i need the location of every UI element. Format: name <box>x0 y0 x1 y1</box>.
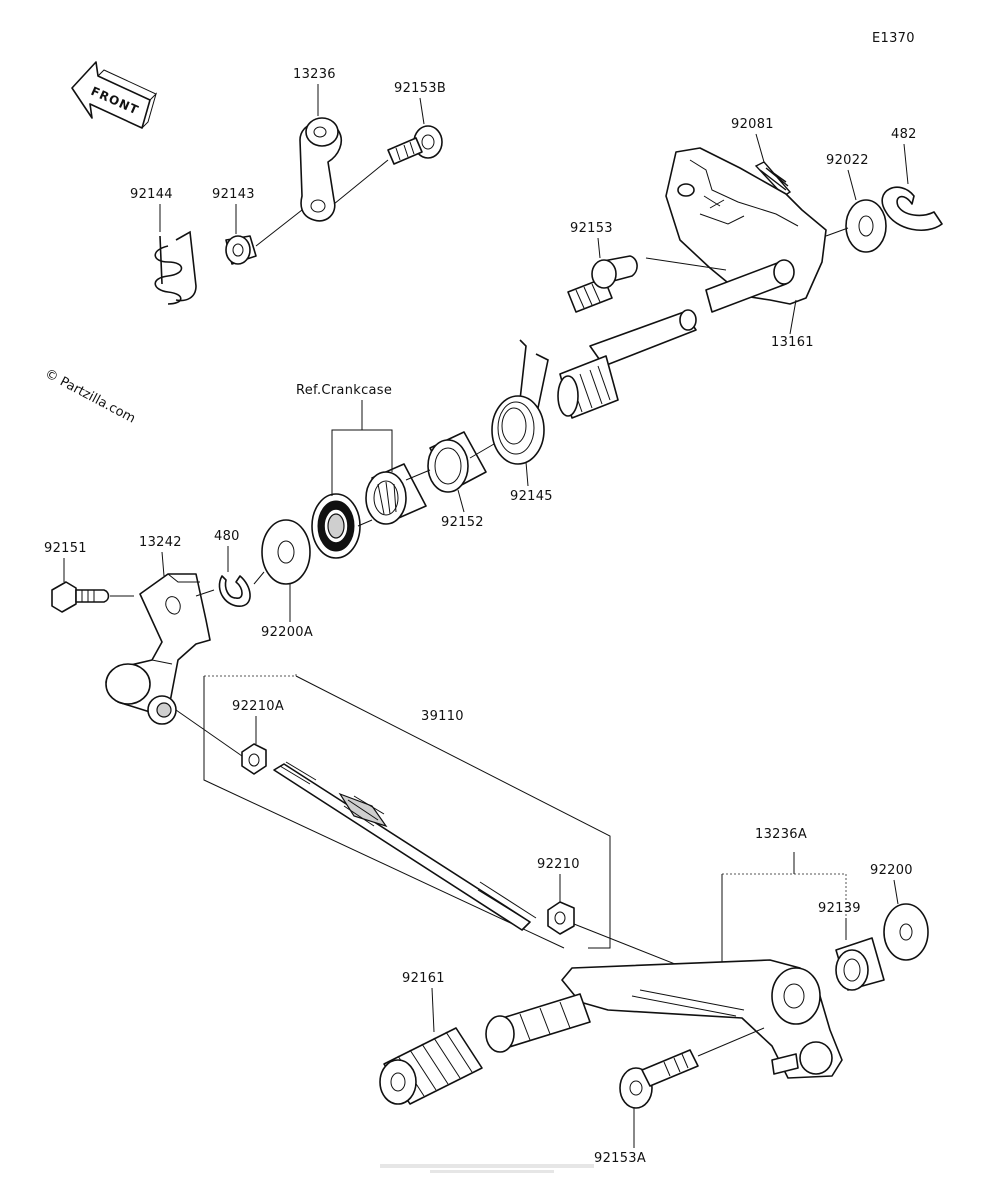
nut-92210A <box>241 743 267 775</box>
rubber-92161 <box>379 1027 483 1105</box>
label-92151: 92151 <box>44 541 87 556</box>
diagram-code: E1370 <box>872 31 915 46</box>
label-92145: 92145 <box>510 489 553 504</box>
label-92153B: 92153B <box>394 81 446 96</box>
washer-92200A <box>261 519 311 585</box>
shift-arm-13161 <box>665 147 827 313</box>
label-92153: 92153 <box>570 221 613 236</box>
label-13161: 13161 <box>771 335 814 350</box>
pedal-13236A <box>485 959 843 1079</box>
spring-92081 <box>754 161 792 197</box>
needle-bearing <box>365 463 427 525</box>
circlip-480 <box>218 575 251 607</box>
tie-rod <box>273 761 537 931</box>
label-92161: 92161 <box>402 971 445 986</box>
spring-92145 <box>491 339 549 465</box>
label-92210: 92210 <box>537 857 580 872</box>
spring-92144 <box>154 230 197 305</box>
e-clip-482 <box>881 186 943 232</box>
front-arrow: FRONT <box>71 61 158 129</box>
label-92139: 92139 <box>818 901 861 916</box>
label-92081: 92081 <box>731 117 774 132</box>
collar-92143 <box>225 235 257 265</box>
washer-92022 <box>845 199 887 253</box>
washer-92200 <box>883 903 929 961</box>
label-13236: 13236 <box>293 67 336 82</box>
watermark: © Partzilla.com <box>42 366 138 426</box>
lever-13236 <box>299 117 343 222</box>
bolt-92153A <box>619 1049 699 1109</box>
label-92143: 92143 <box>212 187 255 202</box>
ref-label: Ref.Crankcase <box>296 383 392 398</box>
bolt-92153 <box>567 255 638 313</box>
label-480: 480 <box>214 529 240 544</box>
label-92210A: 92210A <box>232 699 284 714</box>
nut-92210 <box>547 901 575 935</box>
label-482: 482 <box>891 127 917 142</box>
label-92022: 92022 <box>826 153 869 168</box>
bolt-92153B <box>387 125 443 165</box>
label-92152: 92152 <box>441 515 484 530</box>
footer-fineprint-2 <box>430 1170 554 1173</box>
part-labels: 13236 92153B 92144 92143 92081 482 92022… <box>44 67 917 1166</box>
label-13242: 13242 <box>139 535 182 550</box>
arm-13242 <box>105 573 211 725</box>
oil-seal <box>311 493 361 559</box>
footer-fineprint <box>380 1164 594 1168</box>
label-92144: 92144 <box>130 187 173 202</box>
label-92200: 92200 <box>870 863 913 878</box>
label-92200A: 92200A <box>261 625 313 640</box>
shaft-13161 <box>557 309 697 419</box>
label-39110: 39110 <box>421 709 464 724</box>
bolt-92151 <box>51 581 110 613</box>
collar-92152 <box>427 431 487 493</box>
label-92153A: 92153A <box>594 1151 646 1166</box>
collar-92139 <box>835 937 885 991</box>
label-13236A: 13236A <box>755 827 807 842</box>
